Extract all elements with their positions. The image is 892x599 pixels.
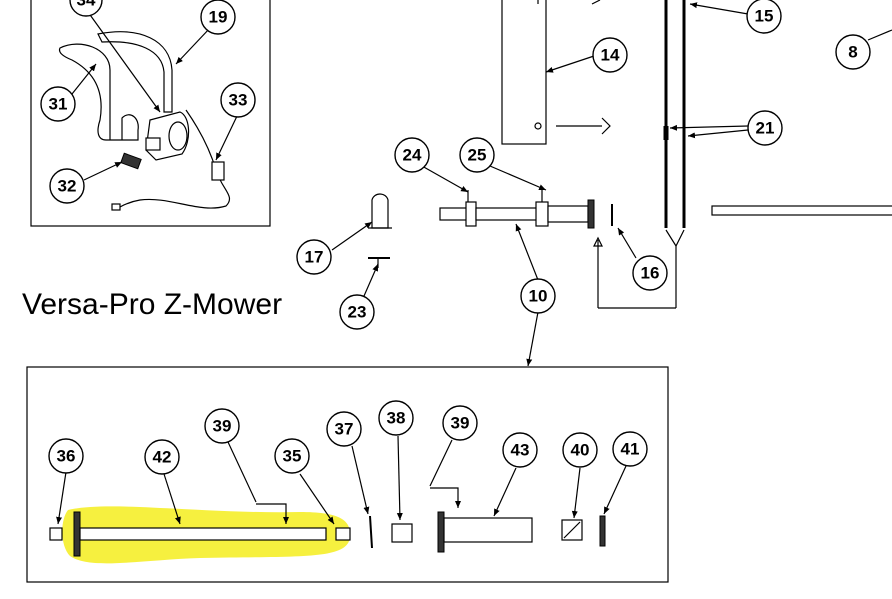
part-43-sleeve [437, 511, 533, 553]
callout-23: 23 [339, 294, 375, 330]
svg-text:33: 33 [229, 91, 248, 110]
callout-15: 15 [746, 0, 782, 34]
callout-19: 19 [200, 0, 236, 35]
callout-33: 33 [220, 82, 256, 118]
callout-8: 8 [835, 34, 871, 70]
svg-text:15: 15 [755, 7, 774, 26]
svg-text:36: 36 [57, 447, 76, 466]
callout-14: 14 [592, 37, 628, 73]
svg-text:35: 35 [283, 447, 302, 466]
svg-text:39: 39 [213, 417, 232, 436]
callout-41: 41 [612, 431, 648, 467]
part-16-knob [368, 193, 392, 229]
svg-text:23: 23 [348, 303, 367, 322]
callout-37: 37 [326, 411, 362, 447]
callout-10: 16 [632, 255, 668, 291]
svg-text:38: 38 [387, 409, 406, 428]
part-32-connector [120, 152, 142, 170]
callout-32: 32 [49, 168, 85, 204]
part-23-pin [368, 257, 390, 268]
part-36-square [49, 527, 63, 541]
part-8-bar [711, 205, 892, 216]
svg-text:42: 42 [153, 448, 172, 467]
part-41-ring [599, 515, 606, 547]
svg-text:37: 37 [335, 420, 354, 439]
inset-box-top-left [30, 0, 271, 227]
svg-text:8: 8 [848, 43, 857, 62]
part-31-bracket [58, 43, 139, 141]
diagram-title: Versa-Pro Z-Mower [22, 288, 283, 321]
svg-text:24: 24 [403, 146, 422, 165]
inset-box-bottom [26, 366, 669, 583]
part-38-block [391, 523, 413, 543]
svg-text:32: 32 [58, 177, 77, 196]
svg-text:41: 41 [621, 440, 640, 459]
svg-text:19: 19 [209, 8, 228, 27]
svg-text:14: 14 [601, 46, 620, 65]
svg-text:17: 17 [305, 248, 324, 267]
part-37-washer [369, 515, 373, 549]
part-19-arm [97, 31, 173, 113]
callout-39a: 39 [204, 408, 240, 444]
callout-21: 21 [747, 110, 783, 146]
svg-text:43: 43 [511, 441, 530, 460]
svg-text:16: 16 [641, 264, 660, 283]
callout-36: 36 [48, 438, 84, 474]
callout-38: 38 [378, 400, 414, 436]
part-35-bushing [335, 527, 351, 541]
part-17-shaft-assembly [439, 190, 595, 229]
svg-text:34: 34 [77, 0, 96, 10]
callout-35: 35 [274, 438, 310, 474]
part-33-wire [111, 109, 231, 211]
part-14-tube [501, 0, 547, 145]
svg-text:10: 10 [529, 287, 548, 306]
part-34-switch [145, 111, 190, 161]
callout-42: 42 [144, 439, 180, 475]
svg-text:31: 31 [49, 95, 68, 114]
svg-text:40: 40 [571, 441, 590, 460]
callout-25: 25 [459, 137, 495, 173]
callout-39b: 39 [442, 405, 478, 441]
svg-text:21: 21 [756, 119, 775, 138]
callout-43: 43 [502, 432, 538, 468]
callout-34: 34 [69, 0, 103, 17]
part-42-long-shaft [73, 511, 327, 557]
callout-24: 24 [394, 137, 430, 173]
svg-text:25: 25 [468, 146, 487, 165]
callout-31: 31 [40, 86, 76, 122]
callout-17: 10 [520, 278, 556, 314]
callout-40: 40 [562, 432, 598, 468]
callout-16: 17 [296, 239, 332, 275]
svg-text:39: 39 [451, 414, 470, 433]
